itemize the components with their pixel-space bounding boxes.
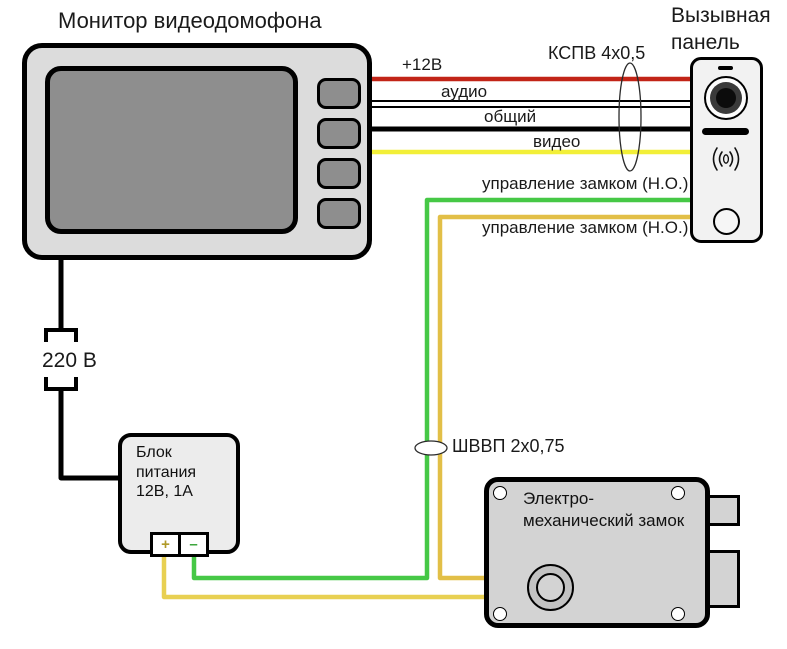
screw-hole-icon <box>493 486 507 500</box>
lock-label: Электро- механический замок <box>523 489 685 531</box>
camera-icon <box>704 76 748 120</box>
shvvp-cable-ellipse <box>414 440 448 456</box>
wire-label-audio: аудио <box>441 82 488 101</box>
panel-speaker-bar <box>702 128 749 135</box>
lock-cylinder-core <box>536 573 565 602</box>
power-supply: Блок питания 12В, 1А + – <box>118 433 240 557</box>
wire-psu-plus <box>161 547 493 600</box>
panel-title: Вызывная панель <box>671 4 771 55</box>
screw-hole-icon <box>671 486 685 500</box>
monitor-button-1 <box>317 78 361 109</box>
cable-label-shvvp: ШВВП 2х0,75 <box>452 436 565 456</box>
monitor-screen <box>45 66 298 234</box>
cable-label-kspv: КСПВ 4х0,5 <box>548 43 646 63</box>
call-panel <box>690 57 763 243</box>
wire-label-video: видео <box>533 132 581 151</box>
electromechanical-lock: Электро- механический замок <box>484 477 710 628</box>
psu-minus-terminal: – <box>181 535 206 554</box>
psu-terminal-block: + – <box>150 532 209 557</box>
intercom-monitor <box>22 43 372 260</box>
lock-bolt-large <box>704 550 740 608</box>
kspv-cable-ellipse <box>618 62 642 172</box>
plug-symbol-bottom <box>44 377 78 391</box>
wire-label-lock-orange: управление замком (Н.О.) <box>482 218 689 237</box>
camera-lens <box>716 88 736 108</box>
wire-label-lock-green: управление замком (Н.О.) <box>482 174 689 193</box>
panel-mic-slot <box>718 66 733 70</box>
speaker-waves-icon <box>712 147 740 171</box>
power-supply-label: Блок питания 12В, 1А <box>136 444 197 501</box>
screw-hole-icon <box>493 607 507 621</box>
wire-lock-green <box>191 197 697 581</box>
screw-hole-icon <box>671 607 685 621</box>
wire-mains-lower <box>58 389 122 481</box>
mains-voltage-label: 220 В <box>42 349 97 372</box>
wire-label-12v: +12В <box>402 55 443 74</box>
monitor-button-2 <box>317 118 361 149</box>
lock-cylinder-icon <box>527 564 574 611</box>
wire-label-common: общий <box>484 107 537 126</box>
camera-ring <box>710 82 742 114</box>
lock-bolt-small <box>704 495 740 526</box>
monitor-button-3 <box>317 158 361 189</box>
wire-audio <box>370 100 692 108</box>
monitor-button-4 <box>317 198 361 229</box>
call-button <box>713 208 740 235</box>
plug-symbol-top <box>44 328 78 342</box>
wire-lock-orange <box>437 214 697 581</box>
psu-plus-terminal: + <box>153 535 178 554</box>
monitor-title: Монитор видеодомофона <box>58 8 322 33</box>
